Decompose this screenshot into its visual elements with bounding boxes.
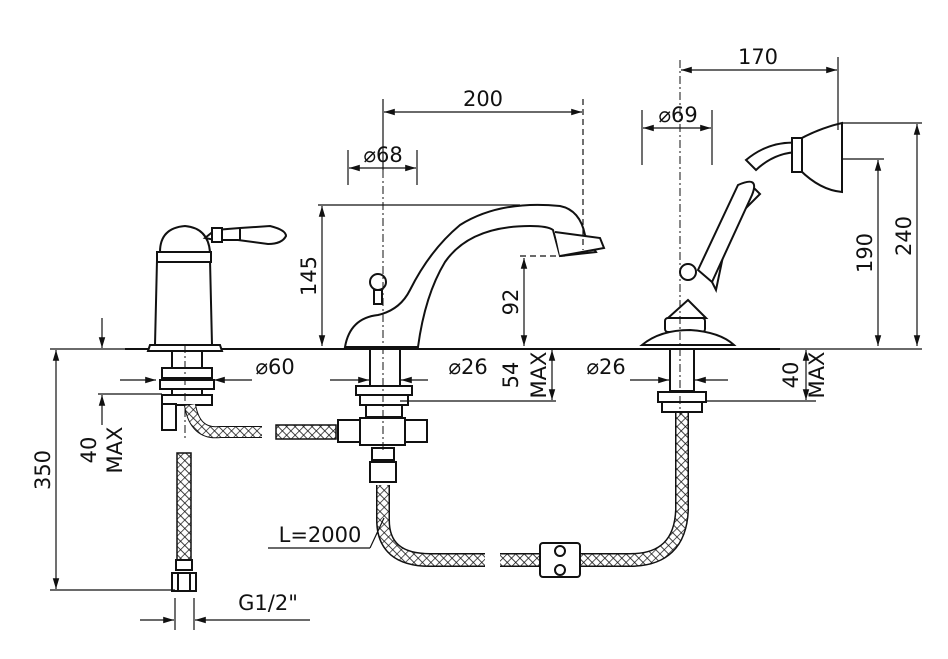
lever-hose-nut: [171, 559, 197, 592]
mixer-lever: [146, 224, 288, 431]
dim-spout-outlet: 92: [499, 289, 523, 316]
svg-text:40: 40: [77, 437, 101, 464]
dim-lever-mount-max: 40 MAX: [77, 427, 127, 474]
svg-text:40: 40: [779, 362, 803, 389]
lever-down-hose: [176, 452, 192, 564]
dim-hose-length: L=2000: [279, 523, 362, 547]
svg-text:MAX: MAX: [527, 352, 551, 399]
spout: [343, 203, 606, 348]
dim-shower-head-dia: ⌀69: [658, 103, 697, 127]
dim-shower-reach: 170: [738, 45, 778, 69]
dim-spout-mount-max: 54 MAX: [499, 352, 551, 399]
dim-shower-total: 240: [892, 216, 916, 256]
connector-hose: [275, 424, 337, 440]
dim-spout-dia: ⌀68: [363, 143, 402, 167]
dimension-lines: [50, 57, 922, 630]
hose-clip: [539, 542, 581, 578]
shower-tailpiece: [657, 348, 707, 413]
hand-shower: [639, 121, 843, 346]
dim-shower-base-dia: ⌀26: [586, 355, 625, 379]
dim-spout-height: 145: [297, 256, 321, 296]
svg-text:MAX: MAX: [805, 352, 829, 399]
dim-lever-base-dia: ⌀60: [255, 355, 294, 379]
dim-thread: G1/2": [238, 591, 298, 615]
dim-spout-base-dia: ⌀26: [448, 355, 487, 379]
dim-shower-holder: 190: [853, 233, 877, 273]
dim-total-drop: 350: [31, 450, 55, 490]
dim-shower-mount-max: 40 MAX: [779, 352, 829, 399]
svg-text:54: 54: [499, 362, 523, 389]
svg-text:MAX: MAX: [103, 427, 127, 474]
dim-spout-reach: 200: [463, 87, 503, 111]
